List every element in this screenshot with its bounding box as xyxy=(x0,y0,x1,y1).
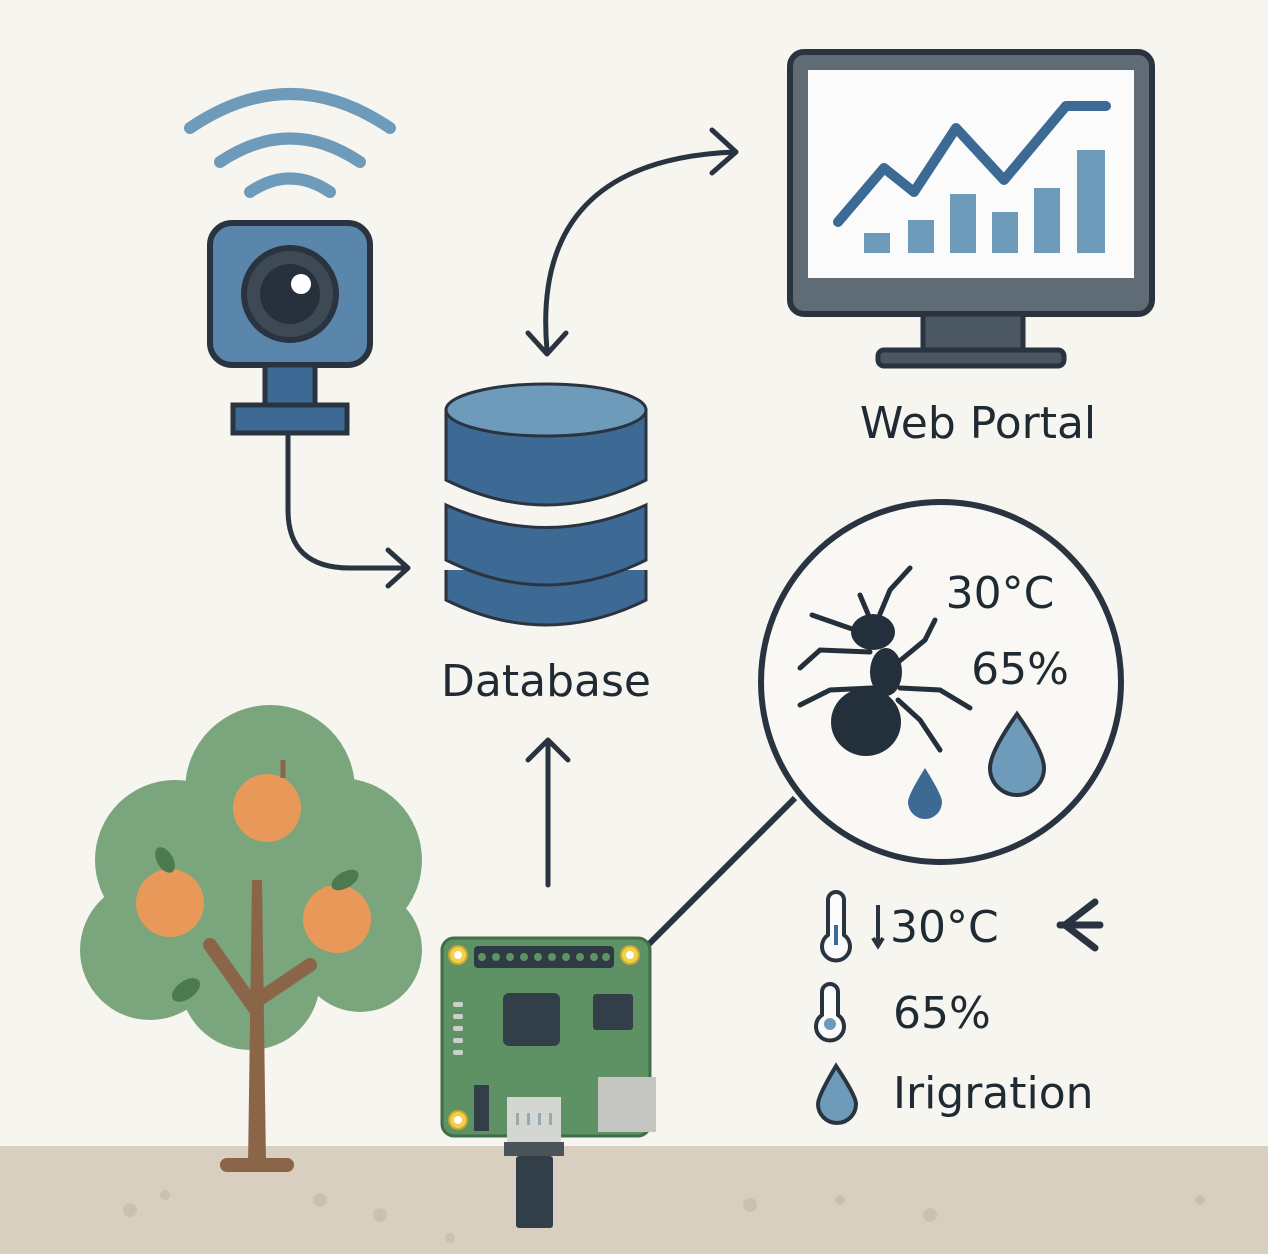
reading-humidity: 65% xyxy=(893,988,991,1039)
camera-to-database-arrow xyxy=(285,433,408,571)
arrowhead-icon xyxy=(385,547,411,589)
reading-irrigation: Irigration xyxy=(893,1068,1094,1119)
monitor-icon xyxy=(787,49,1155,369)
ant-icon xyxy=(797,565,973,756)
ground-pebbles xyxy=(123,1190,1205,1243)
wifi-icon xyxy=(184,88,396,198)
circuit-board-icon xyxy=(440,936,656,1228)
thermometer-icon xyxy=(820,890,852,963)
magnifier-connector xyxy=(645,795,798,948)
reading-temperature: 30°C xyxy=(890,902,999,953)
bubble-temperature: 30°C xyxy=(946,568,1055,619)
water-drop-icon xyxy=(815,1062,859,1125)
database-icon xyxy=(444,382,648,627)
arrow-down-icon xyxy=(871,905,885,950)
database-label: Database xyxy=(441,656,651,707)
arrow-left-icon xyxy=(1056,898,1104,952)
tree-icon xyxy=(80,705,422,1172)
web-portal-label: Web Portal xyxy=(860,398,1096,449)
water-drop-icon xyxy=(987,710,1047,797)
portal-bar-chart xyxy=(864,150,1105,253)
bubble-humidity: 65% xyxy=(971,644,1069,695)
camera-icon xyxy=(207,220,373,436)
ground xyxy=(0,1146,1268,1254)
thermometer-icon xyxy=(814,982,846,1043)
water-drop-icon xyxy=(908,768,942,819)
database-portal-arrow xyxy=(543,149,738,353)
